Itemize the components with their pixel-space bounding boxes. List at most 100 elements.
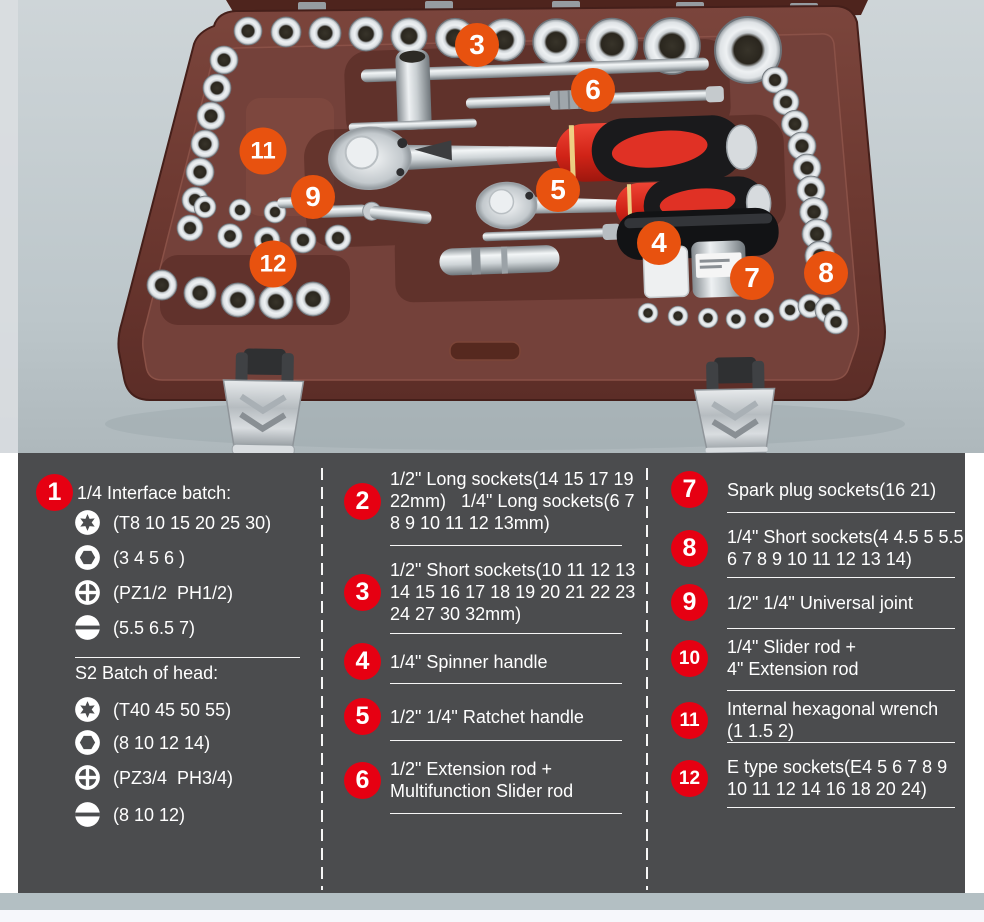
group-title: S2 Batch of head: [75,663,219,683]
item-text: Multifunction Slider rod [390,781,574,801]
bit-sizes: (8 10 12 14) [113,732,211,753]
item-number-badge: 7 [671,471,708,508]
bit-row-phillips: (PZ3/4 PH3/4) [74,764,233,791]
column-divider-2 [646,468,648,890]
photo-marker-3: 3 [455,23,499,67]
bit-sizes: (T40 45 50 55) [113,699,232,720]
item-number-badge: 4 [344,643,381,680]
legend-item-10: 10 1/4" Slider rod + 4" Extension rod [671,636,858,680]
right-latch [693,356,776,453]
group-title: 1/4 Interface batch: [77,482,232,503]
item-number-badge: 11 [671,701,708,739]
left-latch [222,348,305,453]
item-text: Spark plug sockets(16 21) [727,479,937,500]
photo-marker-11: 11 [239,127,287,175]
bit-row-torx: (T40 45 50 55) [74,696,231,723]
photo-marker-4: 4 [637,221,681,265]
separator [727,742,955,743]
bit-row-slotted: (5.5 6.5 7) [74,614,195,641]
item-text: 4" Extension rod [727,659,859,679]
separator [390,683,622,684]
bit-sizes: (PZ3/4 PH3/4) [113,767,234,788]
photo-marker-8: 8 [804,251,848,295]
photo-marker-5: 5 [536,168,580,212]
legend-background [18,453,965,893]
legend-item-7: 7 Spark plug sockets(16 21) [671,471,936,508]
photo-marker-9: 9 [291,175,335,219]
item-number-badge: 6 [344,761,381,799]
left-light-strip [0,0,18,453]
bit-row-hex: (3 4 5 6 ) [74,544,185,571]
item-text: 24 27 30 32mm) [390,604,522,624]
item-number-badge: 2 [344,482,381,520]
hex-bit-icon [75,730,100,755]
separator [727,512,955,513]
case-shadow [105,398,905,450]
item-text: E type sockets(E4 5 6 7 8 9 [727,757,948,777]
bit-sizes: (3 4 5 6 ) [113,547,186,568]
item-text: 1/4" Spinner handle [390,651,548,672]
column-divider-1 [321,468,323,890]
tools-group [277,49,779,299]
torx-bit-icon [75,510,100,535]
item-text: 1/2" 1/4" Universal joint [727,592,913,613]
item-number-badge: 5 [344,698,381,735]
item-text: 1/4" Short sockets(4 4.5 5 5.5 [727,527,964,547]
photo-marker-7: 7 [730,256,774,300]
legend-item-12: 12 E type sockets(E4 5 6 7 8 9 10 11 12 … [671,756,947,800]
legend-item-5: 5 1/2" 1/4" Ratchet handle [344,698,584,735]
item-text: 22mm) 1/4" Long sockets(6 7 [390,491,635,511]
bit-sizes: (5.5 6.5 7) [113,617,196,638]
large-ratchet [328,115,758,191]
item-text: 14 15 16 17 18 19 20 21 22 23 [390,582,636,602]
legend-item-6: 6 1/2" Extension rod + Multifunction Sli… [344,758,573,802]
item-number-badge: 1 [36,474,73,511]
item-text: 10 11 12 14 16 18 20 24) [727,779,927,799]
bit-row-hex: (8 10 12 14) [74,729,210,756]
legend-item-11: 11 Internal hexagonal wrench (1 1.5 2) [671,698,938,742]
item-text: 8 9 10 11 12 13mm) [390,513,550,533]
item-number-badge: 9 [671,584,708,621]
slotted-bit-icon [75,802,100,827]
item-number-badge: 10 [671,639,708,677]
bit-sizes: (T8 10 15 20 25 30) [113,512,272,533]
separator [390,633,622,634]
item-text: 1/2" 1/4" Ratchet handle [390,706,584,727]
legend-item-1-header: 1 1/4 Interface batch: [36,474,231,511]
separator [727,690,955,691]
legend-item-9: 9 1/2" 1/4" Universal joint [671,584,913,621]
hex-bit-icon [75,545,100,570]
spec-legend-panel: 1 1/4 Interface batch: (T8 10 15 20 25 3… [0,453,984,893]
separator [390,740,622,741]
toolbox-photo: 3 6 11 9 5 4 12 7 8 [0,0,984,453]
item-text: 1/2" Extension rod + [390,759,552,779]
item-text: 1/2" Long sockets(14 15 17 19 [390,469,634,489]
separator [727,807,955,808]
separator [390,545,622,546]
item-text: 1/2" Short sockets(10 11 12 13 [390,560,636,580]
item-number-badge: 3 [344,573,381,611]
slotted-bit-icon [75,615,100,640]
item-text: (1 1.5 2) [727,721,795,741]
phillips-bit-icon [75,580,100,605]
separator [390,813,622,814]
bit-sizes: (8 10 12) [113,804,186,825]
item-number-badge: 8 [671,529,708,567]
torx-bit-icon [75,697,100,722]
item-text: Internal hexagonal wrench [727,699,939,719]
legend-item-4: 4 1/4" Spinner handle [344,643,548,680]
legend-item-8: 8 1/4" Short sockets(4 4.5 5 5.5 6 7 8 9… [671,526,964,570]
bottom-white-strip [0,910,984,922]
photo-marker-6: 6 [571,68,615,112]
toolbox-illustration [0,0,984,453]
phillips-bit-icon [75,765,100,790]
legend-item-2: 2 1/2" Long sockets(14 15 17 19 22mm) 1/… [344,468,635,534]
bit-row-slotted: (8 10 12) [74,801,185,828]
bottom-gray-bar [0,893,984,910]
legend-item-3: 3 1/2" Short sockets(10 11 12 13 14 15 1… [344,559,635,625]
item-number-badge: 12 [671,759,708,797]
separator [727,628,955,629]
photo-marker-12: 12 [249,240,297,288]
bit-sizes: (PZ1/2 PH1/2) [113,582,234,603]
